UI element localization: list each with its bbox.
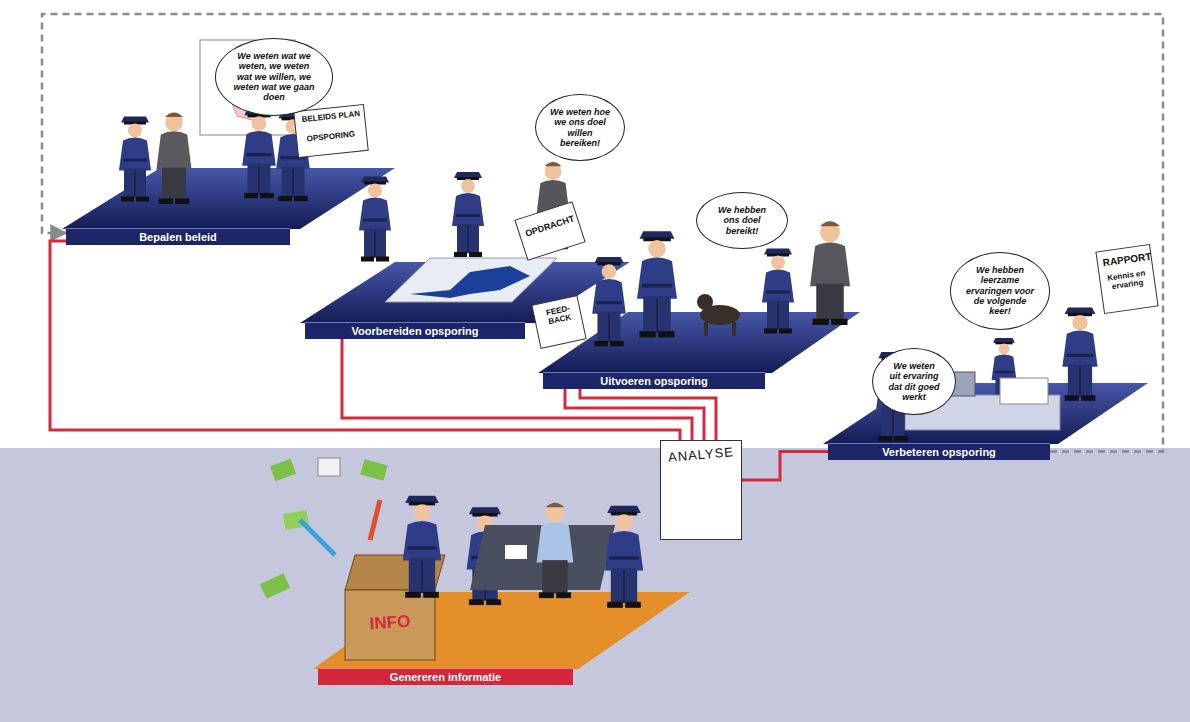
police-figure (452, 172, 484, 257)
node-text: Uitvoeren opsporing (547, 375, 761, 387)
police-figure (1062, 307, 1097, 401)
police-figure (637, 231, 677, 337)
paper-sign (1096, 245, 1158, 314)
info-line (342, 339, 692, 440)
police-figure (359, 177, 391, 262)
node-text: Bepalen beleid (70, 231, 286, 243)
node-text: ANALYSE (660, 444, 741, 466)
arrow-symbol (370, 500, 380, 540)
stage-platform (538, 312, 860, 373)
paper-sign (532, 296, 586, 349)
speech-bubble: We weten hoe we ons doel willen bereiken… (535, 94, 625, 161)
node-text: We hebben ons doel bereikt! (711, 205, 773, 236)
puzzle-piece (360, 459, 387, 481)
paper-sign (294, 104, 368, 157)
map-shape (410, 266, 530, 298)
police-figure (242, 109, 276, 198)
stage-bar: Verbeteren opsporing (828, 443, 1050, 460)
speech-bubble: We hebben ons doel bereikt! (696, 192, 788, 249)
node-text: We weten wat we weten, we weten wat we w… (230, 51, 318, 103)
speech-bubble: We hebben leerzame ervaringen voor de vo… (950, 252, 1050, 330)
police-figure (605, 506, 643, 608)
police-figure (403, 496, 441, 598)
puzzle-piece (318, 458, 340, 476)
info-scene (260, 458, 643, 660)
node-text: We weten uit ervaring dat dit goed werkt (887, 361, 941, 402)
node-text: We hebben leerzame ervaringen voor de vo… (965, 265, 1035, 317)
dog (697, 294, 713, 310)
arrow-symbol (300, 520, 335, 555)
speech-bubble: We weten wat we weten, we weten wat we w… (215, 38, 333, 116)
node-text: We weten hoe we ons doel willen bereiken… (550, 107, 610, 148)
feedback-loop (42, 14, 1163, 452)
stage-bar: Uitvoeren opsporing (543, 372, 765, 389)
dog (706, 322, 734, 336)
node-text: Genereren informatie (322, 671, 569, 683)
info-line (50, 241, 680, 440)
paper-sign (515, 202, 585, 260)
execute-scene (532, 221, 850, 348)
lawyer-figure (156, 113, 191, 204)
paper-stack (1000, 378, 1048, 404)
table (385, 258, 557, 302)
lawyer-figure (810, 221, 850, 325)
node-text: Voorbereiden opsporing (309, 325, 521, 337)
stage-bar: Genereren informatie (318, 668, 573, 685)
police-figure (592, 257, 626, 346)
analysis-sheet: ANALYSE (660, 440, 742, 540)
node-text: Verbeteren opsporing (832, 446, 1046, 458)
info-line (580, 389, 716, 440)
info-chest (345, 590, 435, 660)
puzzle-piece (270, 459, 296, 482)
info-line (742, 452, 828, 481)
policy-scene (119, 40, 368, 204)
stage-bar: Bepalen beleid (66, 228, 290, 245)
stage-platform (62, 168, 395, 229)
prepare-scene (359, 162, 585, 302)
analyst-figure (537, 503, 574, 598)
puzzle-piece (260, 573, 290, 598)
paper-piece (505, 545, 527, 559)
speech-bubble: We weten uit ervaring dat dit goed werkt (872, 348, 956, 415)
stage-platform (823, 383, 1148, 444)
stage-bar: Voorbereiden opsporing (305, 322, 525, 339)
police-figure (119, 117, 151, 202)
police-figure (762, 249, 794, 334)
ground-band (0, 448, 1190, 722)
